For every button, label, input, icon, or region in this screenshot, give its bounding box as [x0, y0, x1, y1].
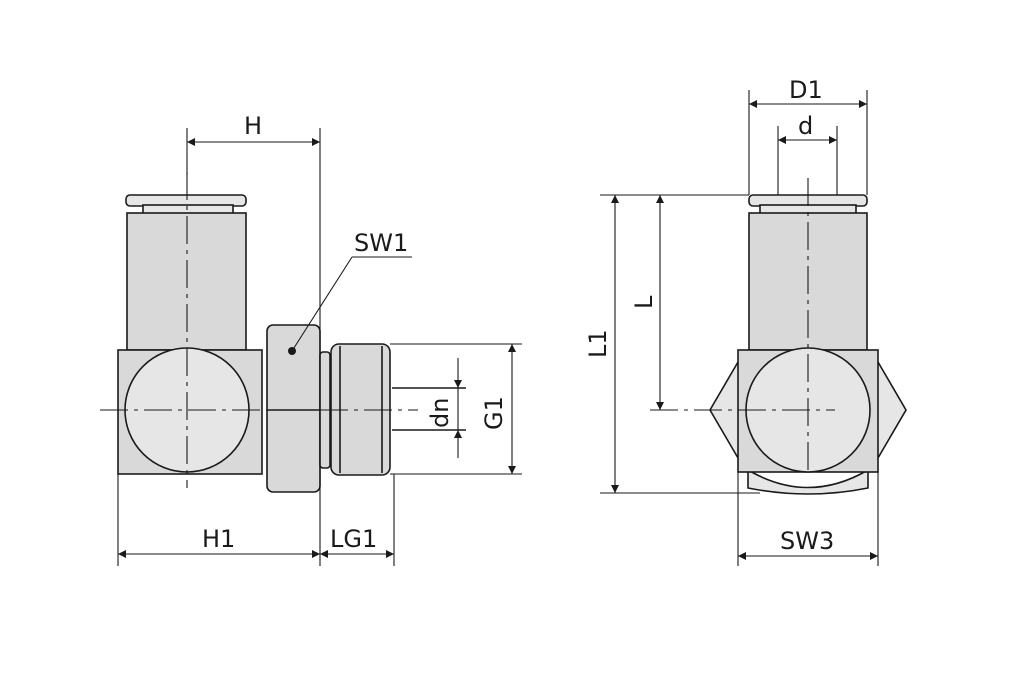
label-L1: L1 [584, 329, 612, 358]
label-d: d [798, 112, 813, 140]
label-H1: H1 [202, 525, 235, 553]
side-view: H SW1 H1 LG1 dn G1 [100, 112, 522, 566]
front-view: D1 d L1 L SW3 [584, 76, 907, 566]
label-SW3: SW3 [780, 527, 834, 555]
label-L: L [630, 295, 658, 309]
label-LG1: LG1 [330, 525, 377, 553]
label-dn: dn [426, 398, 454, 428]
label-H: H [244, 112, 262, 140]
label-D1: D1 [789, 76, 823, 104]
label-G1: G1 [480, 396, 508, 430]
label-SW1: SW1 [354, 229, 408, 257]
